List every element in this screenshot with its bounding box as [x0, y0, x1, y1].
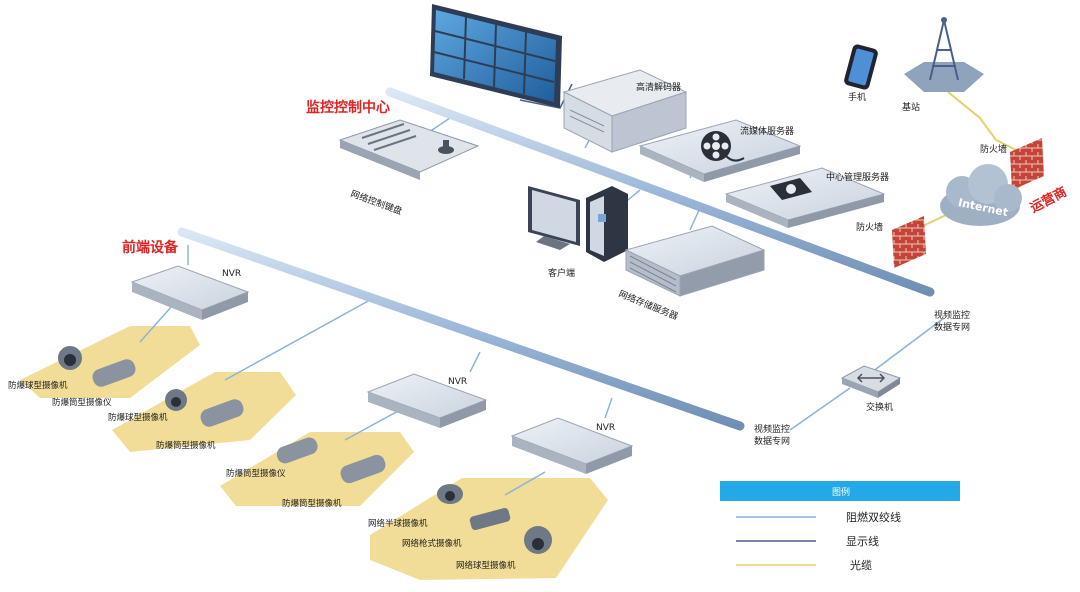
label-camera-1: 防爆球型摄像机 — [8, 380, 68, 391]
hd-decoder-box — [562, 69, 688, 153]
bullet-camera-4 — [340, 454, 386, 484]
nvr-1-box — [130, 265, 250, 320]
legend-label-display: 显示线 — [846, 534, 879, 548]
label-private-net-bottom-2: 数据专网 — [754, 435, 790, 447]
bullet-camera-2 — [200, 399, 244, 427]
label-switch: 交换机 — [866, 401, 893, 413]
cable-switch-left — [789, 387, 851, 431]
label-private-net-right-2: 数据专网 — [934, 321, 970, 333]
label-base-station: 基站 — [902, 101, 920, 113]
label-camera-9: 网络球型摄像机 — [456, 560, 516, 571]
dome-camera-1 — [58, 346, 82, 370]
label-nvr-1: NVR — [222, 269, 241, 279]
cable-nvr3 — [604, 397, 613, 419]
management-icon — [770, 178, 812, 200]
bullet-camera-1 — [92, 359, 136, 387]
cable-nvr2-cams — [344, 409, 401, 441]
label-camera-8: 网络枪式摄像机 — [402, 538, 462, 549]
label-network-keyboard: 网络控制键盘 — [349, 188, 404, 218]
fiber-internet — [924, 213, 949, 226]
dome-camera-2 — [165, 389, 187, 411]
connection-lines — [139, 83, 1031, 496]
central-mgmt-server-box — [724, 167, 886, 228]
phone-device — [844, 44, 878, 90]
pipe-front-end — [177, 227, 745, 431]
label-camera-6: 防爆筒型摄像机 — [282, 498, 342, 509]
fiber-basestation — [947, 91, 1017, 151]
label-camera-7: 网络半球摄像机 — [368, 518, 428, 529]
label-streaming-server: 流媒体服务器 — [740, 125, 794, 137]
firewall-top — [1010, 138, 1044, 190]
label-phone: 手机 — [848, 91, 866, 103]
label-hd-decoder: 高清解码器 — [636, 81, 681, 93]
section-control-center: 监控控制中心 — [306, 99, 390, 116]
switch-device — [840, 365, 902, 398]
nvr-2-box — [366, 373, 488, 428]
label-nvr-2: NVR — [448, 377, 467, 387]
label-camera-5: 防爆筒型摄像仪 — [226, 468, 286, 479]
cable-zone2 — [224, 299, 371, 381]
label-storage-server: 网络存储服务器 — [617, 288, 680, 323]
label-camera-4: 防爆筒型摄像机 — [156, 440, 216, 451]
label-firewall-mid: 防火墙 — [856, 221, 883, 233]
cable-nvr1-cams — [139, 305, 173, 343]
label-private-net-right-1: 视频监控 — [934, 309, 970, 321]
pipe-control-center — [385, 87, 935, 297]
bullet-camera-3 — [276, 437, 318, 464]
camera-zone-4 — [370, 478, 608, 580]
label-central-mgmt-server: 中心管理服务器 — [826, 171, 889, 183]
label-private-net-bottom-1: 视频监控 — [754, 423, 790, 435]
nvr-3-box — [510, 417, 634, 474]
switch-arrows-icon — [856, 373, 886, 383]
legend: 图例 阻燃双绞线 显示线 光缆 — [720, 481, 960, 572]
video-wall — [430, 4, 562, 108]
streaming-server-box — [638, 119, 802, 182]
cable-nvr3-cams — [504, 471, 546, 496]
legend-header-bar — [720, 481, 960, 501]
legend-label-fiber: 光缆 — [850, 558, 872, 572]
speed-dome-camera — [524, 526, 552, 554]
internet-cloud — [940, 164, 1022, 226]
firewall-mid — [892, 216, 926, 268]
label-nvr-3: NVR — [596, 423, 615, 433]
cable-nvr2 — [469, 351, 481, 373]
network-keyboard-device — [338, 119, 480, 180]
legend-title: 图例 — [832, 486, 850, 498]
film-reel-icon — [701, 131, 745, 162]
camera-zone-3 — [220, 432, 414, 506]
camera-zone-1 — [20, 326, 200, 398]
cable-storage — [689, 207, 701, 231]
gun-camera — [469, 507, 511, 531]
storage-server-box — [624, 225, 766, 297]
cable-switch-up — [871, 317, 945, 373]
legend-label-twisted-pair: 阻燃双绞线 — [846, 510, 901, 524]
label-firewall-top: 防火墙 — [980, 143, 1007, 155]
backbone-pipes — [177, 87, 935, 431]
section-operator: 运营商 — [1028, 184, 1070, 216]
client-pc — [528, 186, 628, 262]
half-dome-camera — [437, 484, 463, 504]
label-camera-3: 防爆球型摄像机 — [108, 412, 168, 423]
label-camera-2: 防爆筒型摄像仪 — [52, 397, 112, 408]
label-client: 客户端 — [548, 267, 575, 279]
section-front-end: 前端设备 — [122, 239, 179, 256]
base-station — [904, 17, 984, 92]
